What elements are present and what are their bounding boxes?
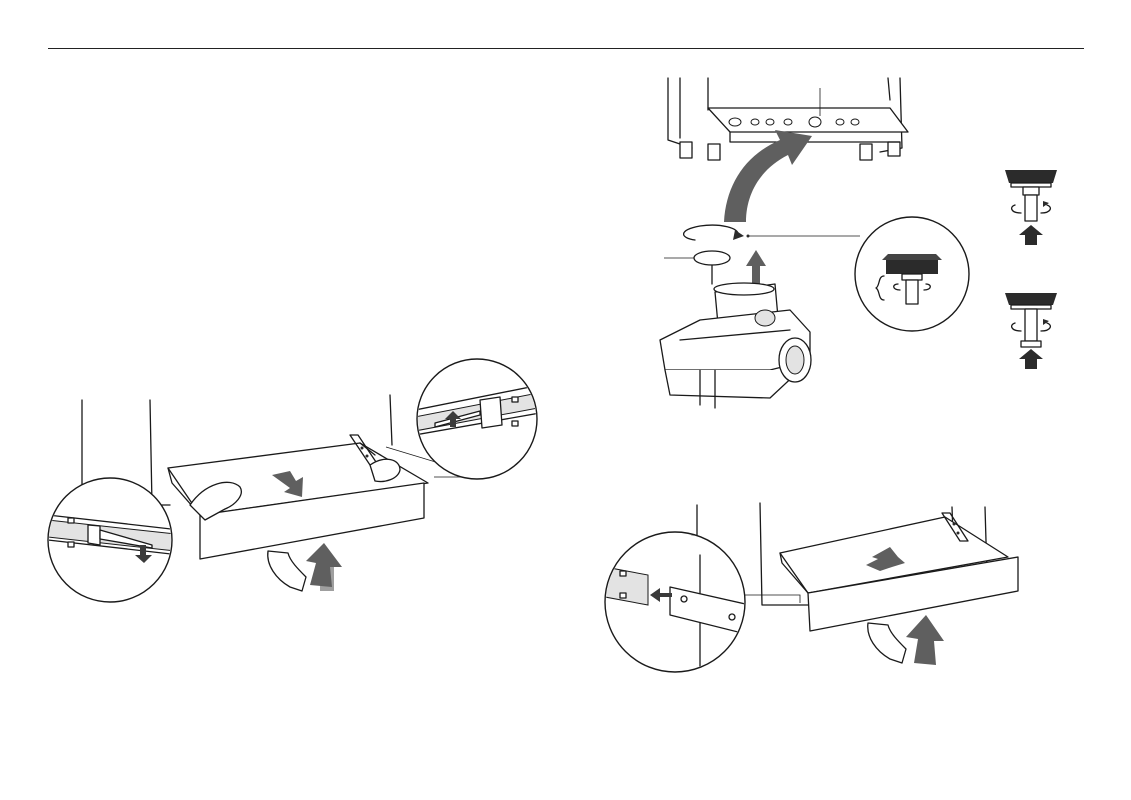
magnifier-callout-icon bbox=[605, 532, 750, 675]
drawer-reinstall-illustration bbox=[600, 495, 1030, 680]
magnifier-callout-icon bbox=[855, 217, 969, 331]
hand-icon bbox=[868, 623, 906, 663]
rotate-icon bbox=[684, 225, 744, 240]
leveling-foot-top bbox=[1005, 170, 1057, 245]
leveling-feet-adjustment-illustration bbox=[995, 165, 1070, 375]
leveling-foot-bottom bbox=[1005, 293, 1057, 369]
drawer-removal-illustration bbox=[40, 355, 540, 625]
top-rule bbox=[48, 48, 1084, 49]
magnifier-callout-icon bbox=[415, 359, 540, 479]
up-arrow-icon bbox=[1019, 225, 1043, 245]
hand-icon bbox=[268, 551, 306, 591]
regulator-installation-illustration bbox=[640, 70, 980, 415]
up-arrow-icon bbox=[906, 615, 944, 665]
magnifier-callout-icon bbox=[48, 478, 180, 602]
up-arrow-icon bbox=[1019, 349, 1043, 369]
curved-arrow-icon bbox=[724, 130, 812, 222]
